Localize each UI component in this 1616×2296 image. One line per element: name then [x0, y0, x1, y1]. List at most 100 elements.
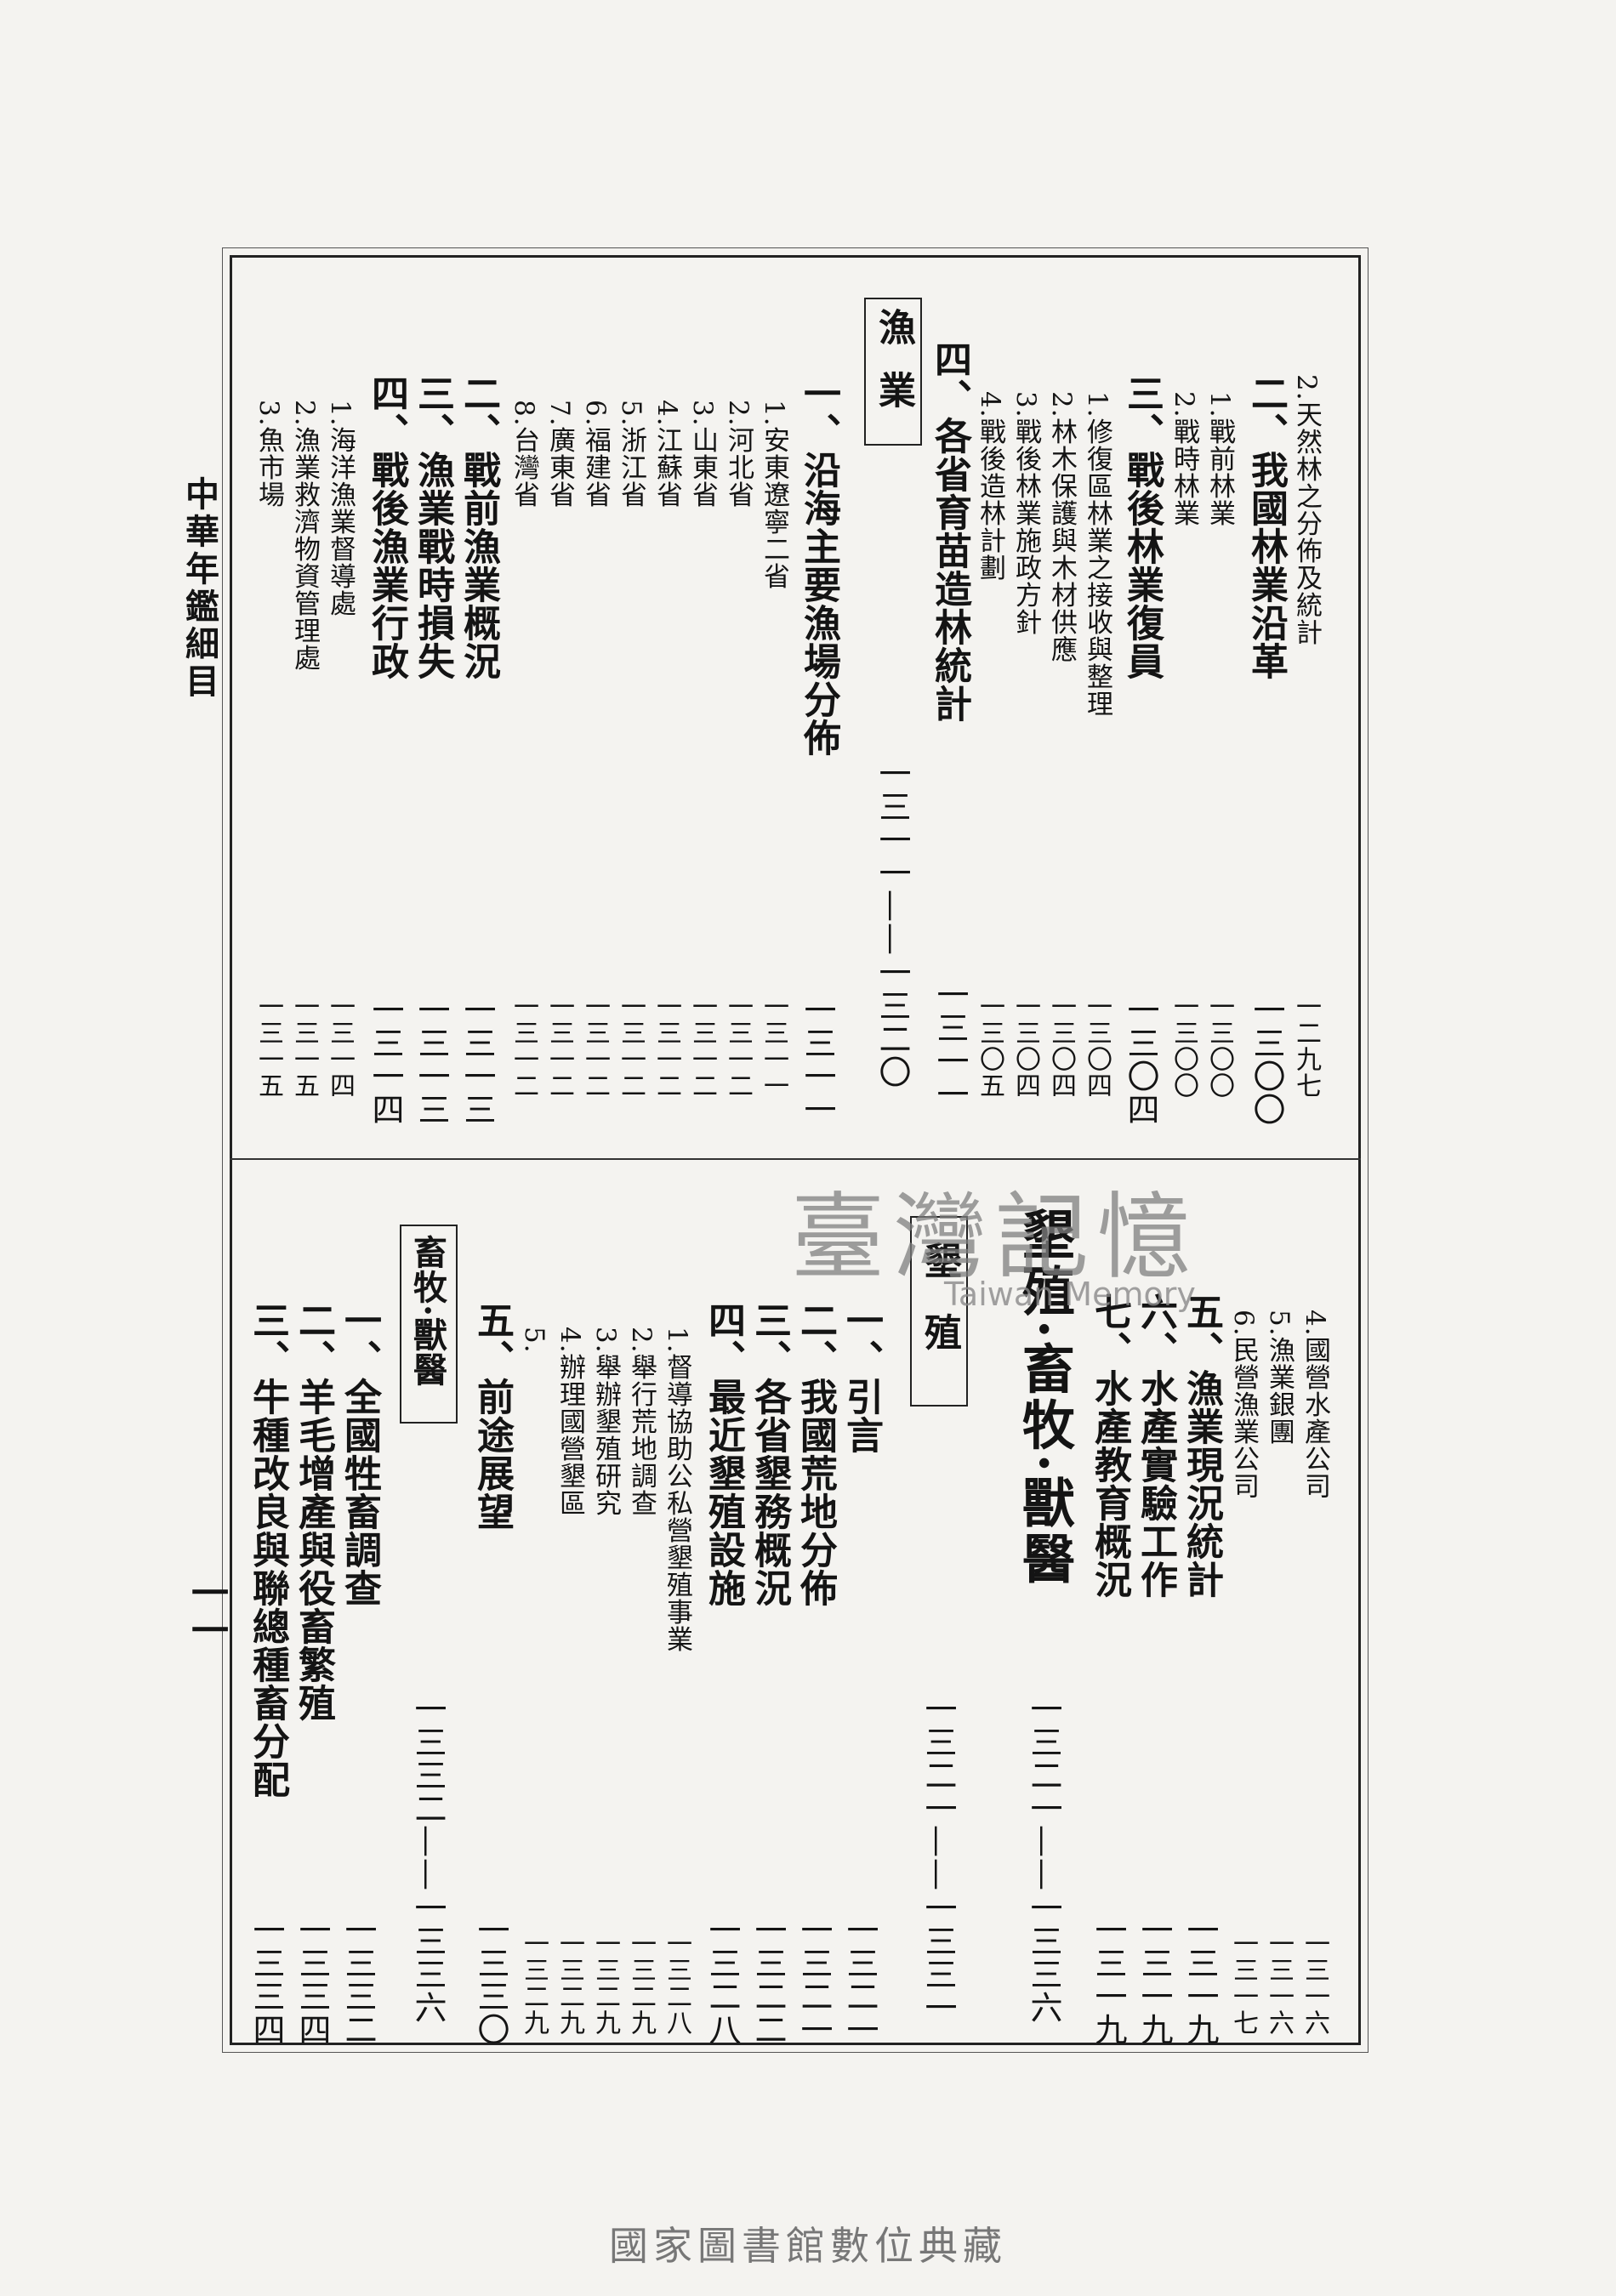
- toc-entry-page: 一三二九: [626, 1930, 656, 2036]
- toc-entry-title: 3.山東省: [687, 400, 718, 509]
- toc-entry-page: 一三一九: [1090, 1913, 1127, 2046]
- major-heading: 墾殖·畜牧·獸醫: [1013, 1208, 1075, 1588]
- toc-entry-page: 一三二一——一三三六: [1025, 1692, 1062, 2024]
- toc-entry-title: 三、漁業戰時損失: [411, 374, 454, 680]
- toc-entry-title: 七、水產教育概況: [1088, 1293, 1131, 1599]
- toc-entry-page: 一三一九: [1181, 1913, 1219, 2046]
- toc-entry-title: 一、引言: [839, 1301, 883, 1454]
- toc-entry-page: 一三二一——一三三一: [919, 1692, 957, 2024]
- toc-entry-page: 一三一二: [509, 993, 538, 1099]
- section-heading-livestock: 畜牧·獸醫: [407, 1235, 447, 1387]
- toc-entry-page: 一三一三: [413, 993, 450, 1126]
- toc-entry-title: 2.舉行荒地調查: [626, 1327, 657, 1517]
- toc-entry-page: 一三一二: [544, 993, 574, 1099]
- toc-entry-page: 一三〇〇: [1204, 993, 1234, 1099]
- toc-entry-page: 一三一一: [759, 993, 788, 1099]
- section-heading-box: [400, 1225, 458, 1424]
- toc-entry-title: 一、全國牲畜調查: [338, 1301, 381, 1607]
- toc-entry-title: 二、我國林業沿革: [1244, 374, 1288, 680]
- toc-entry-title: 四、最近墾殖設施: [702, 1301, 745, 1607]
- toc-entry-page: 一三三四: [293, 1913, 331, 2046]
- toc-entry-page: 一三一六: [1300, 1930, 1329, 2036]
- toc-entry-page: 一三二一: [841, 1913, 879, 2046]
- toc-entry-page: 一三〇五: [975, 993, 1004, 1099]
- toc-entry-page: 一三二八: [703, 1913, 741, 2046]
- footer-caption: 國家圖書館數位典藏: [609, 2223, 1007, 2269]
- toc-entry-page: 一三〇〇: [1169, 993, 1198, 1099]
- toc-entry-title: 四、各省育苗造林統計: [928, 340, 971, 723]
- watermark-subtitle: Taiwan Memory: [944, 1276, 1196, 1313]
- toc-entry-title: 4.國營水產公司: [1300, 1310, 1330, 1500]
- toc-entry-page: 一三三二: [339, 1913, 377, 2046]
- page-frame: [222, 247, 1368, 2053]
- toc-entry-title: 4.江蘇省: [652, 400, 682, 509]
- toc-entry-title: 1.海洋漁業督導處: [325, 400, 356, 617]
- watermark-logo: 臺灣記憶: [791, 1183, 1199, 1292]
- toc-entry-title: 4.辦理國營墾區: [555, 1327, 585, 1517]
- toc-entry-page: 一三一六: [1264, 1930, 1294, 2036]
- section-heading-reclamation: 墾殖: [918, 1242, 961, 1384]
- section-divider: [230, 1158, 1361, 1160]
- toc-entry-page: 一三三〇: [472, 1913, 509, 2046]
- toc-entry-page: 一三〇四: [1082, 993, 1112, 1099]
- toc-entry-title: 五、前途展望: [470, 1301, 514, 1531]
- toc-entry-title: 四、戰後漁業行政: [365, 374, 408, 680]
- toc-entry-page: 一三一二: [723, 993, 753, 1099]
- toc-entry-title: 1.安東遼寧二省: [759, 400, 789, 590]
- toc-entry-title: 4.戰後造林計劃: [975, 391, 1005, 582]
- toc-entry-title: 6.福建省: [580, 400, 611, 509]
- toc-entry-title: 三、各省墾務概況: [748, 1301, 791, 1607]
- toc-entry-page: 一三二一: [795, 1913, 833, 2046]
- toc-entry-title: 7.廣東省: [544, 400, 575, 509]
- toc-entry-title: 5.漁業銀團: [1264, 1310, 1295, 1446]
- toc-entry-page: 一三一二: [616, 993, 646, 1099]
- toc-entry-page: 一三二八: [662, 1930, 691, 2036]
- toc-entry-page: 一三一四: [367, 993, 404, 1126]
- toc-entry-title: 2.戰時林業: [1169, 391, 1199, 527]
- page-number: 一一: [185, 1573, 228, 1648]
- toc-entry-title: 三、戰後林業復員: [1120, 374, 1164, 680]
- toc-entry-page: 一三三四: [248, 1913, 285, 2046]
- toc-entry-page: 一三一二: [580, 993, 610, 1099]
- section-heading-box: [864, 298, 922, 446]
- toc-entry-page: 一三〇四: [1122, 993, 1159, 1126]
- toc-entry-title: 1.戰前林業: [1204, 391, 1235, 527]
- toc-entry-title: 3.戰後林業施政方針: [1010, 391, 1041, 636]
- toc-entry-page: 一三一二: [652, 993, 681, 1099]
- toc-entry-title: 1.修復區林業之接收與整理: [1082, 391, 1112, 718]
- toc-entry-page: 一三〇四: [1010, 993, 1040, 1099]
- toc-entry-title: 一、沿海主要漁場分佈: [797, 374, 840, 757]
- toc-entry-title: 6.民營漁業公司: [1228, 1310, 1259, 1500]
- toc-entry-page: 一三一三: [458, 993, 496, 1126]
- toc-entry-title: 二、我國荒地分佈: [794, 1301, 837, 1607]
- toc-entry-title: 2.林木保護與木材供應: [1046, 391, 1077, 663]
- toc-entry-page: 一三一一: [931, 978, 969, 1111]
- toc-entry-page: 一三二九: [555, 1930, 584, 2036]
- toc-entry-title: 5.浙江省: [616, 400, 646, 509]
- toc-entry-title: 8.台灣省: [509, 400, 539, 509]
- toc-entry-title: 六、水產實驗工作: [1134, 1293, 1177, 1599]
- toc-entry-title: 二、戰前漁業概況: [457, 374, 500, 680]
- toc-entry-title: 3.舉辦墾殖研究: [590, 1327, 621, 1517]
- section-heading-fishery: 漁業: [872, 308, 915, 434]
- section-heading-box: [910, 1216, 968, 1407]
- toc-entry-page: 一三一九: [1135, 1913, 1173, 2046]
- toc-entry-title: 五、漁業現況統計: [1180, 1293, 1223, 1599]
- toc-entry-page: 一三二九: [519, 1930, 549, 2036]
- toc-entry-page: 一三三二——一三三六: [409, 1692, 447, 2024]
- toc-entry-page: 一三二二: [749, 1913, 787, 2046]
- toc-entry-title: 二、羊毛增產與役畜繁殖: [292, 1301, 335, 1722]
- toc-entry-page: 一三二九: [590, 1930, 620, 2036]
- toc-entry-page: 一三〇〇: [1248, 993, 1285, 1126]
- toc-entry-title: 2.天然林之分佈及統計: [1291, 374, 1322, 646]
- toc-entry-title: 5.: [519, 1327, 549, 1354]
- toc-entry-title: 三、牛種改良與聯總種畜分配: [246, 1301, 289, 1799]
- toc-entry-page: 一三〇四: [1046, 993, 1076, 1099]
- toc-entry-page: 一三一一: [799, 993, 836, 1126]
- toc-entry-title: 2.漁業救濟物資管理處: [289, 400, 320, 672]
- toc-entry-page: 一三一五: [253, 993, 283, 1099]
- toc-entry-title: 3.魚市場: [253, 400, 284, 509]
- running-head: 中華年鑑細目: [179, 476, 219, 701]
- toc-entry-page: 一二九七: [1291, 993, 1321, 1099]
